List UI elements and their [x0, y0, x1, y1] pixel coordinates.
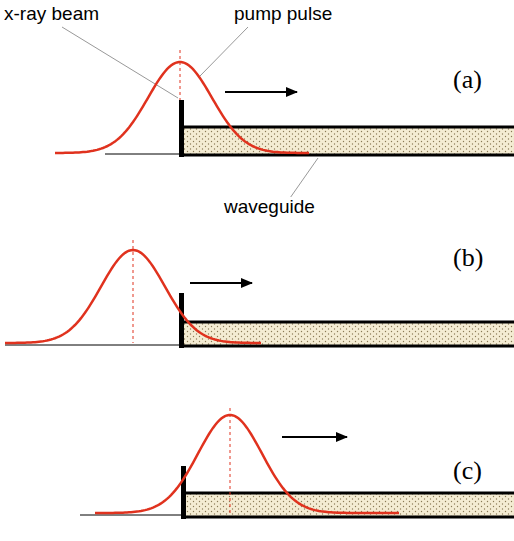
- panel-label: (a): [453, 66, 482, 95]
- panel-label: (c): [453, 457, 482, 486]
- peak-marker: [133, 240, 134, 343]
- baseline: [105, 154, 183, 155]
- direction-arrow: [282, 436, 347, 438]
- pulse-label: pump pulse: [234, 4, 332, 25]
- x-ray-beam-bar: [179, 293, 184, 348]
- x-ray-beam-bar: [179, 100, 184, 157]
- peak-marker: [230, 408, 231, 513]
- beam-label: x-ray beam: [4, 4, 99, 25]
- leader-line: [62, 27, 178, 98]
- panel-label: (b): [453, 244, 483, 273]
- direction-arrow: [225, 91, 297, 93]
- waveguide-label: waveguide: [222, 197, 317, 218]
- baseline: [80, 515, 183, 516]
- pump-pulse-curve: [95, 415, 399, 513]
- leader-line: [290, 158, 318, 198]
- baseline: [5, 345, 183, 346]
- pump-pulse-curve: [5, 250, 261, 343]
- direction-arrow: [190, 282, 252, 284]
- pump-pulse-curve: [55, 62, 309, 153]
- leader-line: [200, 27, 248, 76]
